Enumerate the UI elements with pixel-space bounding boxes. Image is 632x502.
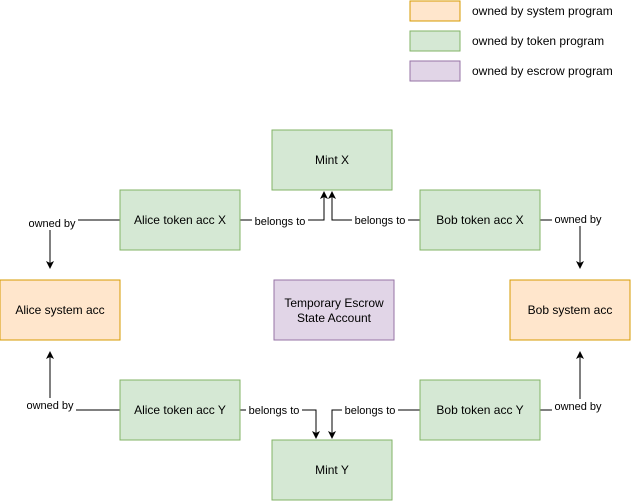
node-label-alice-token-y: Alice token acc Y [134, 403, 226, 417]
edge-label-bob-y-belongs: belongs to [345, 405, 396, 417]
node-label-alice-system: Alice system acc [15, 303, 104, 317]
legend-label-escrow: owned by escrow program [472, 64, 613, 78]
node-alice-token-y: Alice token acc Y [119, 379, 241, 441]
node-mint-x: Mint X [271, 129, 393, 191]
edge-label-alice-x-owned: owned by [28, 218, 76, 230]
node-label-bob-system: Bob system acc [528, 303, 613, 317]
legend: owned by system program owned by token p… [409, 0, 613, 82]
node-mint-y: Mint Y [271, 439, 393, 501]
node-label-escrow-line1: Temporary Escrow [284, 296, 384, 310]
node-label-bob-token-y: Bob token acc Y [436, 403, 523, 417]
legend-swatch-token [409, 30, 461, 52]
node-label-mint-x: Mint X [315, 153, 349, 167]
node-alice-token-x: Alice token acc X [119, 189, 241, 251]
edge-label-bob-x-belongs: belongs to [355, 215, 406, 227]
edge-label-alice-y-owned: owned by [26, 400, 74, 412]
edge-label-alice-y-belongs: belongs to [249, 405, 300, 417]
node-label-alice-token-x: Alice token acc X [134, 213, 226, 227]
edge-labels: owned by owned by owned by owned by belo… [24, 212, 604, 417]
legend-swatch-system [409, 0, 461, 22]
edge-label-alice-x-belongs: belongs to [255, 216, 306, 228]
edge-bob-x-owned [540, 219, 584, 269]
legend-label-system: owned by system program [472, 4, 613, 18]
node-label-mint-y: Mint Y [315, 463, 349, 477]
legend-label-token: owned by token program [472, 34, 604, 48]
edge-label-bob-y-owned: owned by [554, 401, 602, 413]
node-bob-token-y: Bob token acc Y [419, 379, 541, 441]
node-label-escrow-line2: State Account [297, 311, 372, 325]
legend-swatch-escrow [409, 60, 461, 82]
node-alice-system: Alice system acc [0, 279, 121, 341]
node-bob-token-x: Bob token acc X [419, 189, 541, 251]
node-bob-system: Bob system acc [509, 279, 631, 341]
node-escrow-state: Temporary Escrow State Account [273, 279, 395, 341]
node-label-bob-token-x: Bob token acc X [436, 213, 523, 227]
edge-label-bob-x-owned: owned by [554, 214, 602, 226]
